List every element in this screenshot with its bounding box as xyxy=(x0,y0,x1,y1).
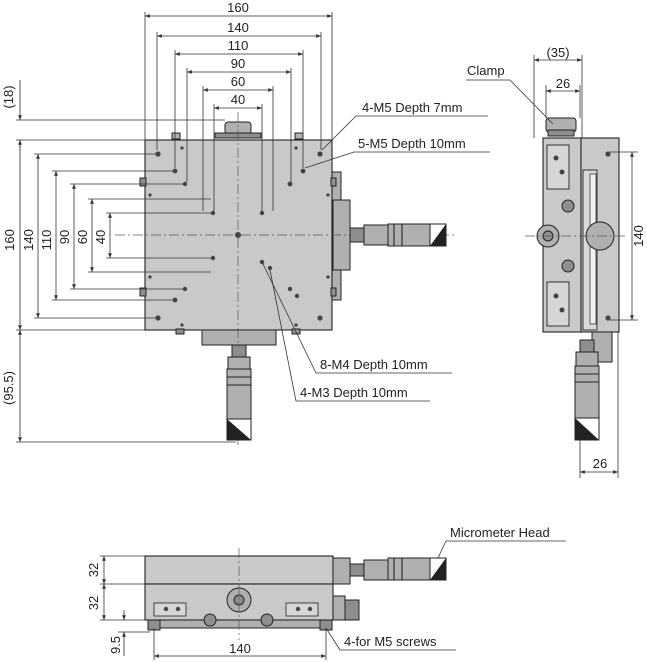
dim-side-35: (35) xyxy=(546,45,569,60)
side-view: (35) 26 140 26 Clamp xyxy=(466,45,646,478)
dim-top-110: 110 xyxy=(228,38,249,53)
top-callouts: 4-M5 Depth 7mm 5-M5 Depth 10mm 8-M4 Dept… xyxy=(261,100,490,402)
dim-top-90: 90 xyxy=(231,56,245,71)
dim-left-60: 60 xyxy=(75,230,90,244)
top-mounting-holes xyxy=(148,146,330,327)
front-view: 32 32 9.5 140 Micrometer Head 4-for M5 s… xyxy=(86,525,566,660)
callout-m5-depth10: 5-M5 Depth 10mm xyxy=(358,136,466,151)
dim-front-32-upper: 32 xyxy=(86,563,101,577)
top-micrometer-right xyxy=(349,223,447,247)
dim-left-110: 110 xyxy=(39,230,54,251)
dim-front-32-lower: 32 xyxy=(86,596,101,610)
callout-m4-depth10: 8-M4 Depth 10mm xyxy=(320,357,428,372)
top-micrometer-bottom xyxy=(226,344,252,441)
dim-front-9-5: 9.5 xyxy=(108,636,123,654)
side-micrometer xyxy=(574,331,613,441)
callout-m5-depth7: 4-M5 Depth 7mm xyxy=(362,100,462,115)
dim-front-140: 140 xyxy=(229,641,251,656)
dim-top-60: 60 xyxy=(231,74,245,89)
dim-micrometer-extension: (95.5) xyxy=(1,371,16,405)
dim-side-26-top: 26 xyxy=(556,76,570,91)
dim-left-90: 90 xyxy=(57,230,72,244)
callout-m5-screws: 4-for M5 screws xyxy=(344,634,437,649)
top-view: 160 140 110 90 60 40 xyxy=(1,0,490,445)
dim-side-140: 140 xyxy=(631,225,646,247)
top-horizontal-dimensions: 160 140 110 90 60 40 xyxy=(144,0,333,211)
top-vertical-dimensions: 160 140 110 90 60 40 (18) xyxy=(1,80,236,443)
dim-left-140: 140 xyxy=(21,229,36,251)
callout-micrometer-head: Micrometer Head xyxy=(450,525,550,540)
dim-left-160: 160 xyxy=(2,229,17,251)
front-micrometer xyxy=(349,557,447,581)
dim-side-26-bottom: 26 xyxy=(593,456,607,471)
dim-top-140: 140 xyxy=(227,20,249,35)
dim-top-160: 160 xyxy=(227,0,249,15)
callout-m3-depth10: 4-M3 Depth 10mm xyxy=(300,385,408,400)
dim-clamp-offset: (18) xyxy=(1,85,16,108)
dim-top-40: 40 xyxy=(231,92,245,107)
callout-clamp: Clamp xyxy=(467,63,505,78)
dim-left-40: 40 xyxy=(93,230,108,244)
front-dimensions: 32 32 9.5 140 xyxy=(86,555,327,660)
side-dimensions: (35) 26 140 26 xyxy=(533,45,646,478)
